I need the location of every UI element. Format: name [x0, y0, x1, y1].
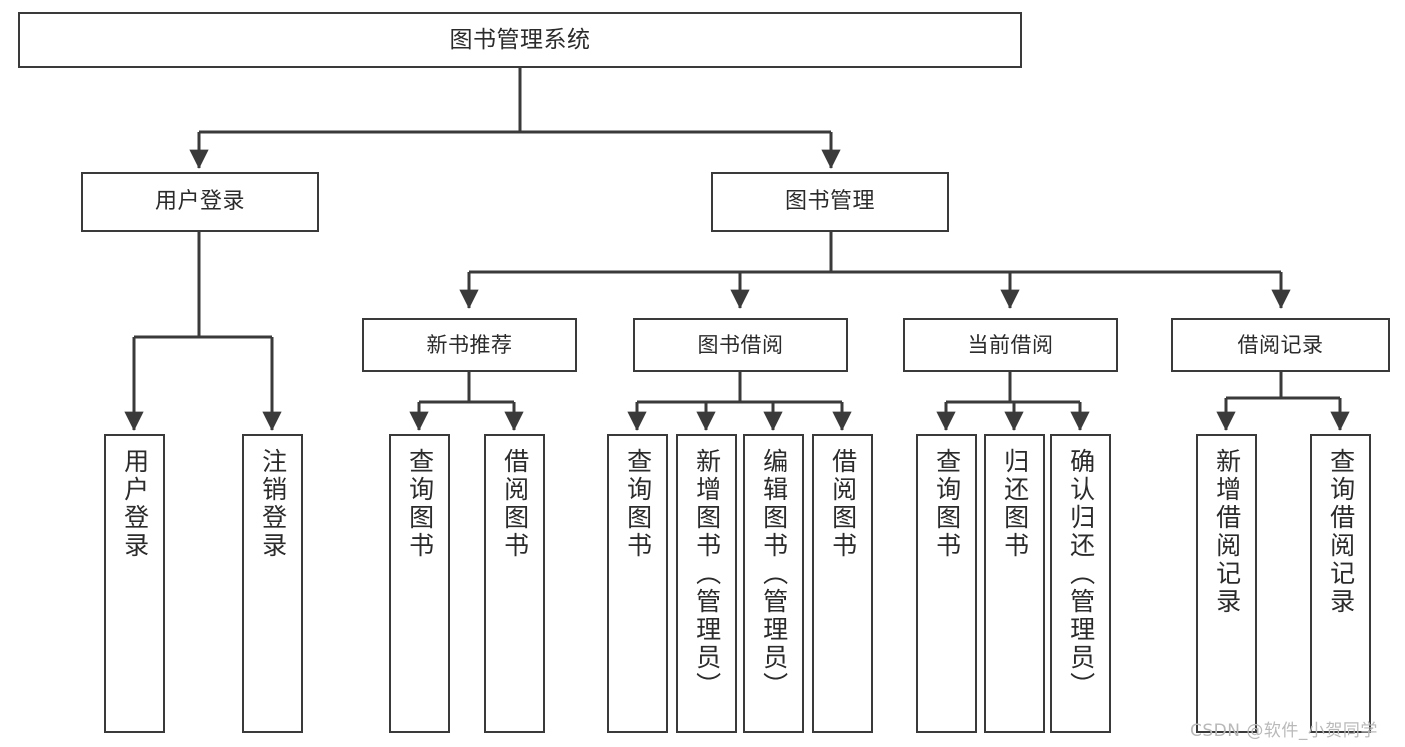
node-label: 归还图书	[1000, 448, 1030, 560]
node-label: 查询借阅记录	[1326, 448, 1356, 616]
node-label: 注销登录	[258, 448, 288, 560]
leaf-query-book-current[interactable]: 查询图书	[916, 434, 977, 733]
node-root-system[interactable]: 图书管理系统	[18, 12, 1022, 68]
node-label: 查询图书	[623, 448, 653, 560]
node-new-book-recommend[interactable]: 新书推荐	[362, 318, 577, 372]
node-label: 借阅图书	[828, 448, 858, 560]
leaf-edit-book[interactable]: 编辑图书（管理员）	[743, 434, 804, 733]
node-label: 图书管理系统	[449, 26, 591, 53]
leaf-confirm-return[interactable]: 确认归还（管理员）	[1050, 434, 1111, 733]
node-book-management[interactable]: 图书管理	[711, 172, 949, 232]
leaf-user-login[interactable]: 用户登录	[104, 434, 165, 733]
leaf-return-book[interactable]: 归还图书	[984, 434, 1045, 733]
node-label: 借阅图书	[500, 448, 530, 560]
node-label: 当前借阅	[967, 332, 1054, 357]
node-label: 确认归还（管理员）	[1066, 448, 1096, 700]
node-label: 新书推荐	[426, 332, 513, 357]
leaf-borrow-book-recommend[interactable]: 借阅图书	[484, 434, 545, 733]
node-label: 新增图书（管理员）	[692, 448, 722, 700]
leaf-logout[interactable]: 注销登录	[242, 434, 303, 733]
node-label: 图书管理	[784, 189, 875, 215]
node-label: 新增借阅记录	[1212, 448, 1242, 616]
node-book-borrow[interactable]: 图书借阅	[633, 318, 848, 372]
leaf-query-borrow-record[interactable]: 查询借阅记录	[1310, 434, 1371, 733]
node-label: 图书借阅	[697, 332, 784, 357]
node-label: 借阅记录	[1237, 332, 1324, 357]
leaf-query-book-recommend[interactable]: 查询图书	[389, 434, 450, 733]
node-borrow-record[interactable]: 借阅记录	[1171, 318, 1390, 372]
node-label: 用户登录	[154, 189, 245, 215]
leaf-borrow-book[interactable]: 借阅图书	[812, 434, 873, 733]
node-label: 编辑图书（管理员）	[759, 448, 789, 700]
leaf-add-borrow-record[interactable]: 新增借阅记录	[1196, 434, 1257, 733]
node-current-borrow[interactable]: 当前借阅	[903, 318, 1118, 372]
leaf-add-book[interactable]: 新增图书（管理员）	[676, 434, 737, 733]
node-label: 查询图书	[932, 448, 962, 560]
node-label: 用户登录	[120, 448, 150, 560]
leaf-query-book-borrow[interactable]: 查询图书	[607, 434, 668, 733]
node-label: 查询图书	[405, 448, 435, 560]
node-user-login[interactable]: 用户登录	[81, 172, 319, 232]
